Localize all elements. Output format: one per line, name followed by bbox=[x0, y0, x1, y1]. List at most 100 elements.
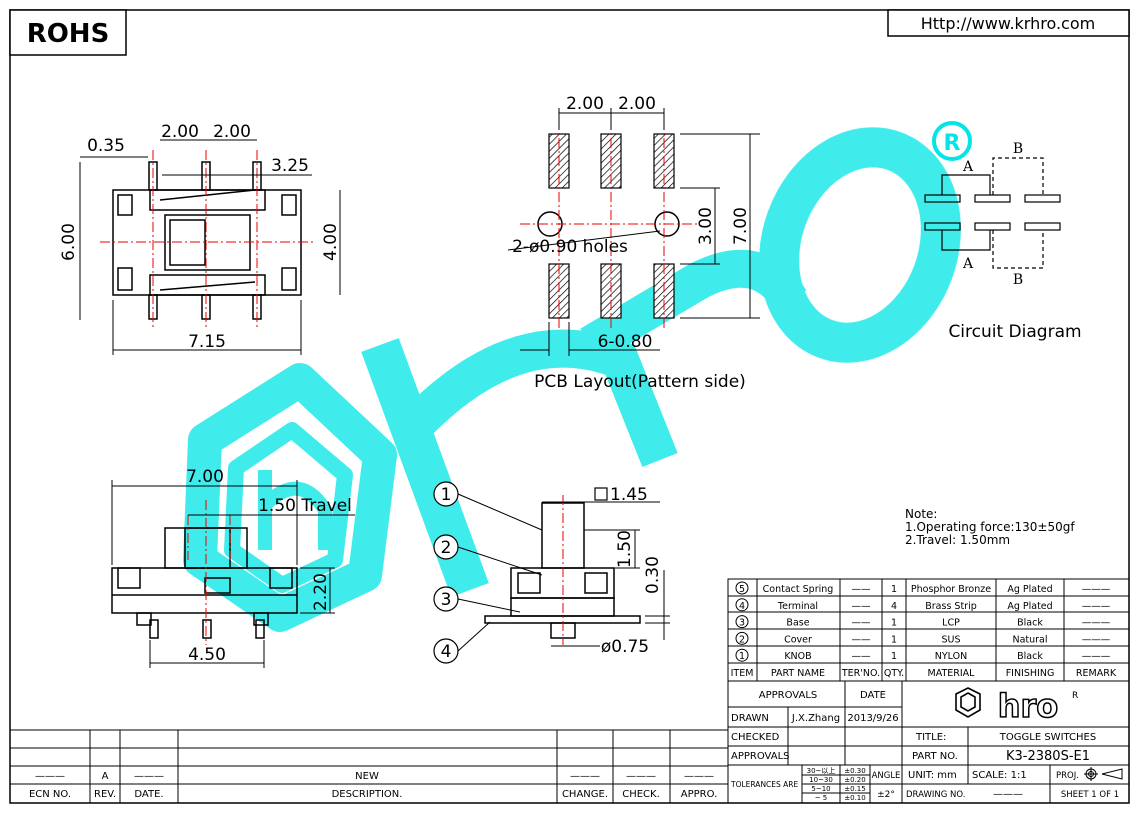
bom-part-name: KNOB bbox=[784, 651, 811, 662]
circuit-a-top: A bbox=[962, 159, 974, 175]
unit-label: UNIT: mm bbox=[908, 770, 957, 781]
checked-label: CHECKED bbox=[731, 732, 780, 743]
drawing-no-label: DRAWING NO. bbox=[906, 790, 965, 800]
rohs-box bbox=[9, 9, 127, 56]
rev-date-value: ——— bbox=[134, 771, 164, 782]
angle-value: ±2° bbox=[877, 790, 895, 800]
rev-header-rev: REV. bbox=[94, 789, 116, 800]
rev-change-value: ——— bbox=[570, 771, 600, 782]
bom-part-name: Terminal bbox=[777, 601, 818, 612]
approvals-header: APPROVALS bbox=[759, 690, 818, 701]
pcb-layout bbox=[507, 108, 760, 356]
bom-qty: 1 bbox=[891, 634, 897, 645]
bom-material: Phosphor Bronze bbox=[911, 584, 991, 595]
bom-material: LCP bbox=[942, 618, 960, 629]
pcb-title: PCB Layout(Pattern side) bbox=[534, 372, 746, 392]
bom-ter-no: —— bbox=[852, 651, 872, 662]
bom-material: NYLON bbox=[935, 651, 967, 662]
bom-remark: ——— bbox=[1082, 651, 1111, 662]
title-block bbox=[727, 680, 1130, 804]
tol-value-1: ±0.20 bbox=[844, 776, 865, 784]
bom-finishing: Ag Plated bbox=[1007, 601, 1052, 612]
bom-material: Brass Strip bbox=[925, 601, 977, 612]
bom-item-circle bbox=[735, 631, 749, 645]
bom-item: 1 bbox=[739, 651, 745, 662]
rev-header-appro: APPRO. bbox=[681, 789, 718, 800]
hro-watermark bbox=[183, 127, 961, 632]
hro-logo bbox=[955, 687, 981, 718]
bom-ter-no: —— bbox=[852, 584, 872, 595]
pcb-dim-2-00-a: 2.00 bbox=[566, 94, 604, 114]
bom-material: SUS bbox=[941, 634, 960, 645]
dim-0-35: 0.35 bbox=[87, 136, 125, 156]
bom-rows: 5 Contact Spring —— 1 Phosphor Bronze Ag Plat… bbox=[735, 581, 1111, 662]
bom-remark: ——— bbox=[1082, 601, 1111, 612]
side-dim-travel: 1.50 Travel bbox=[258, 496, 352, 516]
front-view-dims bbox=[457, 493, 670, 652]
rev-ecn-value: ——— bbox=[35, 771, 65, 782]
balloon-1 bbox=[433, 481, 459, 507]
circuit-b-top: B bbox=[1013, 141, 1023, 157]
bom-header-qty: QTY. bbox=[884, 668, 904, 679]
dim-6-00: 6.00 bbox=[59, 223, 79, 261]
balloon-3-label: 3 bbox=[441, 590, 452, 610]
dim-4-00: 4.00 bbox=[321, 223, 341, 261]
bom-header-material: MATERIAL bbox=[928, 668, 976, 679]
rev-desc-value: NEW bbox=[355, 771, 379, 782]
angle-label: ANGLE bbox=[872, 771, 901, 781]
tolerances-label: TOLERANCES ARE bbox=[730, 780, 799, 789]
balloon-2-label: 2 bbox=[441, 538, 452, 558]
bom-item: 3 bbox=[739, 618, 745, 629]
bom-ter-no: —— bbox=[852, 634, 872, 645]
bom-ter-no: —— bbox=[852, 601, 872, 612]
circuit-b-bottom: B bbox=[1013, 272, 1023, 288]
dim-2-00-a: 2.00 bbox=[161, 122, 199, 142]
dim-3-25: 3.25 bbox=[271, 156, 309, 176]
side-dim-2-20: 2.20 bbox=[311, 573, 331, 611]
revision-table bbox=[10, 729, 728, 803]
bom-header-name: PART NAME bbox=[771, 668, 825, 679]
approvals-label: APPROVALS bbox=[731, 751, 790, 762]
tol-range-0: 30~以上 bbox=[807, 766, 836, 775]
side-view-centerlines bbox=[187, 500, 231, 645]
projection-symbol bbox=[1084, 767, 1123, 781]
rev-appro-value: ——— bbox=[684, 771, 714, 782]
balloon-3 bbox=[433, 586, 459, 612]
balloon-2 bbox=[433, 534, 459, 560]
logo-registered: R bbox=[1072, 691, 1078, 701]
registered-letter: R bbox=[944, 131, 961, 156]
bom-part-name: Cover bbox=[784, 634, 812, 645]
drawn-date: 2013/9/26 bbox=[847, 713, 898, 724]
partno-label: PART NO. bbox=[912, 751, 958, 762]
bom-header-ter: TER'NO. bbox=[841, 668, 880, 679]
side-dim-4-50: 4.50 bbox=[188, 645, 226, 665]
bom-header-finishing: FINISHING bbox=[1006, 668, 1055, 679]
rev-header-date: DATE. bbox=[134, 789, 163, 800]
bom-item-circle bbox=[735, 598, 749, 612]
bom-item: 5 bbox=[739, 584, 745, 595]
sheet-border bbox=[9, 9, 1130, 804]
bom-finishing: Black bbox=[1017, 651, 1043, 662]
rev-header-change: CHANGE. bbox=[562, 789, 608, 800]
title-value: TOGGLE SWITCHES bbox=[999, 732, 1096, 743]
bom-item-circle bbox=[735, 648, 749, 662]
note-title: Note: bbox=[905, 507, 937, 521]
partno-value: K3-2380S-E1 bbox=[1006, 749, 1090, 764]
bom-part-name: Contact Spring bbox=[763, 584, 834, 595]
bom-remark: ——— bbox=[1082, 584, 1111, 595]
dim-7-15: 7.15 bbox=[188, 332, 226, 352]
bom-item-circle bbox=[735, 581, 749, 595]
bom-qty: 1 bbox=[891, 618, 897, 629]
registered-mark bbox=[932, 121, 972, 161]
bom-header-row: ITEM PART NAME TER'NO. QTY. MATERIAL FIN… bbox=[731, 668, 1117, 679]
rev-header-ecn: ECN NO. bbox=[29, 789, 71, 800]
pcb-dim-3-00: 3.00 bbox=[696, 207, 716, 245]
bom-item: 4 bbox=[739, 601, 745, 612]
rev-check-value: ——— bbox=[626, 771, 656, 782]
note-line-2: 2.Travel: 1.50mm bbox=[905, 533, 1010, 547]
url-text: Http://www.krhro.com bbox=[921, 14, 1095, 33]
bom-remark: ——— bbox=[1082, 634, 1111, 645]
bom-qty: 1 bbox=[891, 584, 897, 595]
title-label: TITLE: bbox=[915, 732, 946, 743]
